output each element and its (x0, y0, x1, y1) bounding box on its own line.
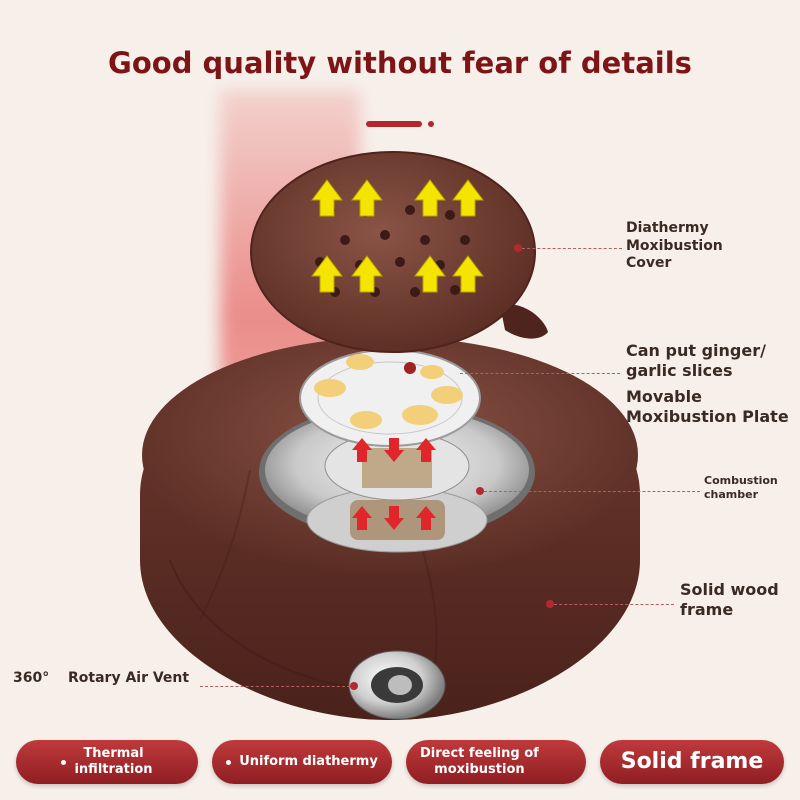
title-dot (428, 121, 434, 127)
ginger-leader-line (460, 373, 620, 374)
movable-moxibustion-plate (299, 349, 481, 447)
frame-leader-line (554, 604, 674, 605)
feature-direct-feeling: Direct feeling of moxibustion (406, 740, 586, 784)
diathermy-cover (250, 151, 548, 353)
combustion-callout-dot (476, 487, 484, 495)
cover-leader-line (522, 248, 622, 249)
cover-label: Diathermy Moxibustion Cover (626, 220, 723, 271)
combustion-leader-line (484, 491, 700, 492)
title-bar (366, 121, 422, 127)
cover-callout-dot (514, 244, 522, 252)
rotary-air-vent (348, 650, 446, 720)
heat-red-arrows (352, 438, 436, 530)
plate-label: Movable Moxibustion Plate (626, 387, 789, 426)
ginger-label: Can put ginger/ garlic slices (626, 341, 766, 380)
vent-label: Rotary Air Vent (68, 670, 190, 686)
bullet-icon (226, 759, 232, 765)
vent-callout-dot (350, 682, 358, 690)
feature-uniform-diathermy: Uniform diathermy (212, 740, 392, 784)
vent-degree-label: 360° (13, 670, 50, 686)
feature-thermal-infiltration: Thermal infiltration (16, 740, 198, 784)
frame-callout-dot (546, 600, 554, 608)
heat-rising-arrows (311, 179, 484, 293)
frame-label: Solid wood frame (680, 580, 779, 619)
vent-leader-line (200, 686, 350, 687)
combustion-label: Combustion chamber (704, 474, 778, 501)
feature-solid-frame: Solid frame (600, 740, 784, 784)
bullet-icon (61, 759, 67, 765)
page-title: Good quality without fear of details (108, 46, 692, 80)
